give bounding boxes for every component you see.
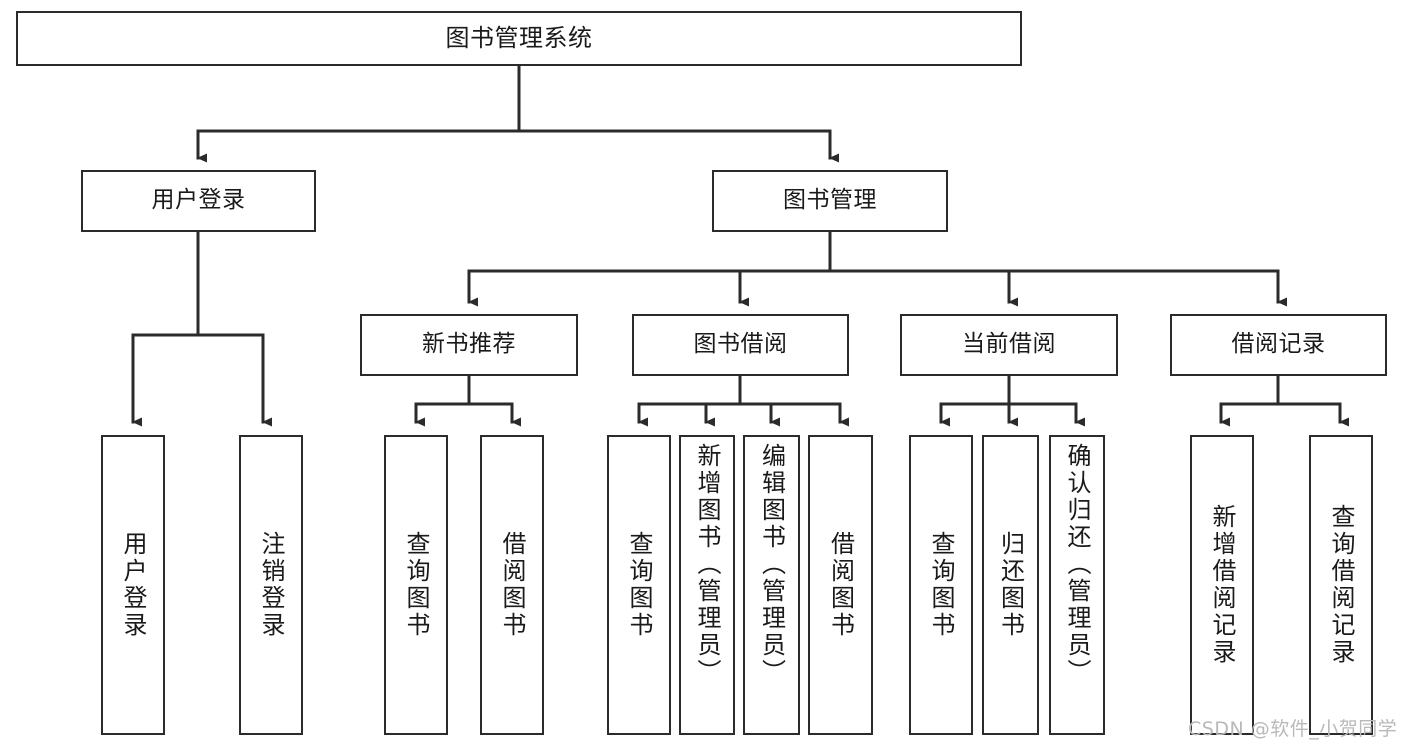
leaf-new-book-query[interactable]: 查询图书 — [384, 435, 448, 735]
node-label: 查询图书 — [402, 531, 430, 639]
leaf-user-login-signout[interactable]: 注销登录 — [239, 435, 303, 735]
leaf-current-return-book[interactable]: 归还图书 — [982, 435, 1039, 735]
node-label: 编辑图书（管理员） — [757, 443, 786, 686]
leaf-user-login-signin[interactable]: 用户登录 — [101, 435, 165, 735]
node-label: 用户登录 — [119, 531, 147, 639]
node-label: 图书借阅 — [693, 331, 788, 358]
node-label: 借阅图书 — [826, 531, 855, 639]
leaf-borrow-borrow-book[interactable]: 借阅图书 — [808, 435, 873, 735]
node-book-management[interactable]: 图书管理 — [712, 170, 948, 232]
node-label: 借阅记录 — [1231, 331, 1326, 358]
leaf-borrow-edit-book-admin[interactable]: 编辑图书（管理员） — [743, 435, 800, 735]
node-borrow-records[interactable]: 借阅记录 — [1170, 314, 1387, 376]
leaf-borrow-query[interactable]: 查询图书 — [607, 435, 671, 735]
leaf-current-query[interactable]: 查询图书 — [909, 435, 973, 735]
node-label: 新书推荐 — [422, 331, 516, 358]
node-label: 用户登录 — [151, 187, 246, 214]
node-new-book-recommendation[interactable]: 新书推荐 — [360, 314, 578, 376]
node-label: 借阅图书 — [498, 531, 526, 639]
node-book-borrowing[interactable]: 图书借阅 — [632, 314, 849, 376]
node-label: 确认归还（管理员） — [1063, 443, 1091, 686]
node-label: 图书管理系统 — [445, 24, 593, 53]
node-label: 新增借阅记录 — [1208, 504, 1236, 666]
node-label: 注销登录 — [257, 531, 285, 639]
node-label: 图书管理 — [783, 187, 877, 214]
node-label: 查询图书 — [927, 531, 955, 639]
node-label: 查询借阅记录 — [1327, 504, 1355, 666]
leaf-new-book-borrow[interactable]: 借阅图书 — [480, 435, 544, 735]
node-current-borrowing[interactable]: 当前借阅 — [900, 314, 1118, 376]
node-label: 当前借阅 — [962, 331, 1056, 358]
leaf-current-confirm-return-admin[interactable]: 确认归还（管理员） — [1049, 435, 1105, 735]
node-label: 归还图书 — [996, 531, 1025, 639]
leaf-records-query-record[interactable]: 查询借阅记录 — [1309, 435, 1373, 735]
leaf-records-add-record[interactable]: 新增借阅记录 — [1190, 435, 1254, 735]
node-label: 新增图书（管理员） — [693, 443, 721, 686]
node-root-system[interactable]: 图书管理系统 — [16, 11, 1022, 66]
node-label: 查询图书 — [625, 531, 653, 639]
node-user-login[interactable]: 用户登录 — [81, 170, 316, 232]
leaf-borrow-add-book-admin[interactable]: 新增图书（管理员） — [679, 435, 735, 735]
